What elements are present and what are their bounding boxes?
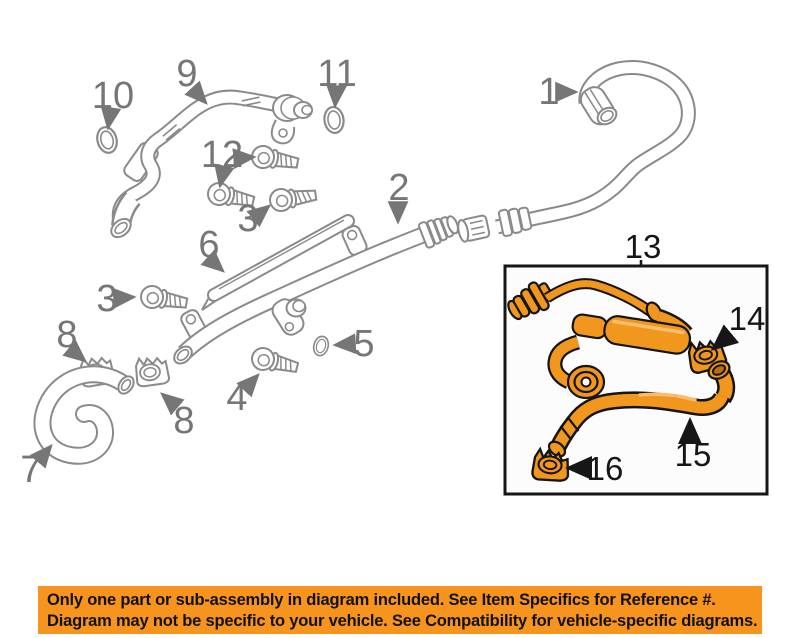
callout-4-arrow <box>236 373 260 398</box>
hose-part-1 <box>457 59 696 243</box>
clamp-part-8-right <box>133 353 171 389</box>
disclaimer-banner: Only one part or sub-assembly in diagram… <box>38 586 762 634</box>
disclaimer-line-2: Diagram may not be specific to your vehi… <box>47 612 758 630</box>
callout-11-arrow <box>326 84 347 109</box>
disclaimer-line-1: Only one part or sub-assembly in diagram… <box>47 591 716 609</box>
callout-7: 7 <box>20 449 41 491</box>
callout-10-arrow <box>100 105 122 131</box>
callout-arrows <box>29 80 740 480</box>
bolt-part-4 <box>248 344 301 380</box>
bolt-part-3-left <box>138 283 190 315</box>
callout-5-arrow <box>332 333 357 355</box>
o-ring-part-10 <box>93 123 121 157</box>
callout-13: 13 <box>625 228 662 265</box>
callout-6-arrow <box>200 249 225 273</box>
callout-11: 11 <box>317 53 356 95</box>
bolt-part-12-upper <box>249 143 301 175</box>
callout-1: 1 <box>538 71 559 113</box>
hose-part-9 <box>110 89 313 239</box>
callout-8-right-arrow <box>160 392 185 416</box>
callout-4: 4 <box>226 377 247 419</box>
callout-3-upper-arrow <box>246 204 272 228</box>
callout-9: 9 <box>176 53 197 95</box>
pipe-part-2 <box>173 215 459 365</box>
o-ring-part-11 <box>321 104 347 136</box>
callout-14-arrow <box>710 324 740 351</box>
callout-3-left-arrow <box>112 287 137 309</box>
o-ring-part-5 <box>310 333 332 359</box>
callout-12-arrow-right <box>232 148 257 169</box>
hose-part-7 <box>33 365 135 465</box>
callout-12-arrow-down <box>214 163 235 189</box>
callout-16: 16 <box>587 450 624 487</box>
callout-2: 2 <box>388 167 409 209</box>
callout-14: 14 <box>729 300 766 337</box>
callout-8-right: 8 <box>173 400 194 442</box>
callout-5: 5 <box>353 323 374 365</box>
callout-9-arrow <box>184 80 208 105</box>
callout-8-left: 8 <box>56 314 77 356</box>
callout-15: 15 <box>675 436 712 473</box>
parts-diagram-canvas: 9 10 11 12 3 2 1 6 3 5 8 8 4 7 13 14 15 … <box>20 53 769 496</box>
callout-10: 10 <box>92 75 134 117</box>
bolt-part-3-upper <box>267 183 319 214</box>
callout-8-left-arrow <box>62 339 87 363</box>
callout-7-arrow <box>29 444 53 469</box>
hose-part-15 <box>547 360 736 458</box>
callout-3-left: 3 <box>96 278 117 320</box>
callout-6: 6 <box>198 224 219 266</box>
hose-assembly-part-13 <box>507 278 693 400</box>
callout-12: 12 <box>201 134 243 176</box>
bracket-part-6 <box>201 214 355 311</box>
callout-3-upper: 3 <box>237 198 258 240</box>
